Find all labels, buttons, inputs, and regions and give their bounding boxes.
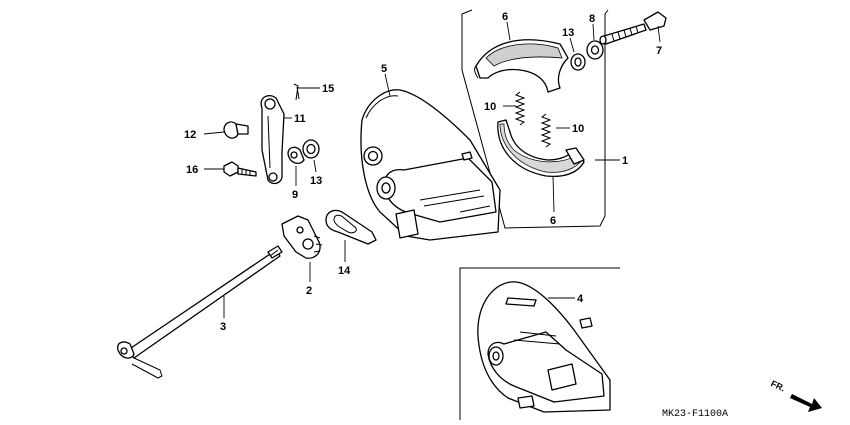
callout-3: 3 bbox=[220, 321, 226, 333]
callout-9: 9 bbox=[292, 189, 298, 201]
callout-11: 11 bbox=[294, 113, 306, 125]
callout-4: 4 bbox=[577, 293, 584, 305]
callout-10-right: 10 bbox=[572, 123, 584, 135]
brake-shoe-lower bbox=[497, 119, 585, 178]
inset-frame bbox=[459, 267, 620, 420]
brake-spring-right bbox=[540, 113, 552, 148]
washer-8 bbox=[586, 40, 604, 60]
callout-1: 1 bbox=[622, 155, 628, 167]
callout-12: 12 bbox=[184, 129, 196, 141]
plate-14 bbox=[325, 209, 377, 245]
brake-spring-left bbox=[514, 91, 526, 126]
brake-panel bbox=[360, 89, 501, 241]
callout-labels: 1 2 3 4 5 6 6 7 8 9 10 10 11 12 13 13 14… bbox=[184, 11, 662, 333]
brake-shoe-assembly-bracket bbox=[461, 9, 609, 229]
brake-arm bbox=[260, 94, 285, 185]
callout-13-lower: 13 bbox=[310, 175, 322, 187]
bolt-16 bbox=[223, 161, 257, 177]
callout-8: 8 bbox=[589, 13, 595, 25]
seal-13-lower bbox=[302, 139, 320, 159]
cotter-pin bbox=[293, 83, 300, 101]
callout-2: 2 bbox=[306, 285, 312, 297]
leader-lines bbox=[203, 21, 661, 318]
callout-5: 5 bbox=[381, 63, 387, 75]
callout-16: 16 bbox=[186, 164, 198, 176]
callout-14: 14 bbox=[338, 265, 351, 277]
washer-13-top bbox=[570, 53, 586, 71]
washer-9 bbox=[287, 146, 305, 165]
callout-10-left: 10 bbox=[484, 101, 496, 113]
diagram-code: MK23-F1100A bbox=[662, 409, 728, 420]
callout-15: 15 bbox=[322, 83, 334, 95]
axle bbox=[117, 245, 283, 379]
front-direction-arrow: FR. bbox=[769, 378, 822, 412]
callout-6-upper: 6 bbox=[502, 11, 508, 23]
brake-rod-pin bbox=[223, 121, 249, 139]
callout-7: 7 bbox=[656, 45, 662, 57]
inset-brake-panel bbox=[477, 281, 611, 413]
front-marker-label: FR. bbox=[769, 378, 786, 393]
brake-shoe-upper bbox=[474, 39, 569, 93]
wear-indicator-plate bbox=[281, 215, 323, 259]
callout-6-lower: 6 bbox=[550, 215, 556, 227]
callout-13-top: 13 bbox=[562, 27, 574, 39]
brake-cam-shaft bbox=[599, 11, 667, 45]
